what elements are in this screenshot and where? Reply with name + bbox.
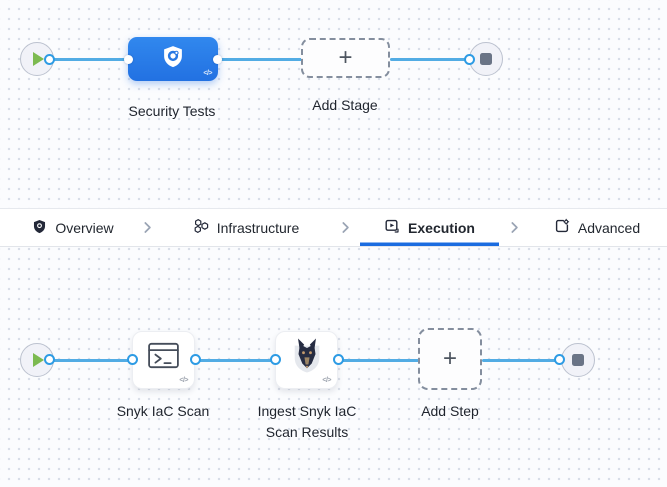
connector-port[interactable] xyxy=(127,354,138,365)
stop-icon xyxy=(572,354,584,366)
snyk-dog-icon xyxy=(290,336,324,381)
connector-line xyxy=(195,359,276,362)
connector-port[interactable] xyxy=(464,54,475,65)
step-label: Ingest Snyk IaC Scan Results xyxy=(257,403,357,440)
tab-label: Advanced xyxy=(577,219,641,236)
shield-icon xyxy=(32,219,47,237)
play-icon xyxy=(33,52,44,66)
chevron-right-icon xyxy=(499,209,529,246)
add-stage-button[interactable]: + xyxy=(301,38,390,78)
stage-config-tabbar: Overview Infrastructure Execution xyxy=(0,208,667,247)
add-step-label: Add Step xyxy=(421,403,479,419)
tab-label: Infrastructure xyxy=(216,219,300,236)
stage-port[interactable] xyxy=(213,55,222,64)
code-glyph: </> xyxy=(322,377,331,384)
stage-graph: </> + Security Tests Add Stage xyxy=(0,0,667,208)
execution-graph: </> </> + Snyk IaC Scan Ingest Snyk IaC … xyxy=(0,247,667,487)
connector-port[interactable] xyxy=(333,354,344,365)
advanced-icon xyxy=(554,218,570,237)
add-step-button[interactable]: + xyxy=(418,328,482,390)
connector-line xyxy=(390,58,474,61)
connector-port[interactable] xyxy=(44,354,55,365)
execution-start-node[interactable] xyxy=(20,343,54,377)
tab-label: Execution xyxy=(408,219,475,236)
terminal-icon xyxy=(147,342,180,374)
tab-advanced[interactable]: Advanced xyxy=(529,209,665,246)
step-node-ingest-snyk-results[interactable]: </> xyxy=(275,331,338,389)
tab-execution[interactable]: Execution xyxy=(360,209,499,246)
stage-port[interactable] xyxy=(124,55,133,64)
stage-node-security-tests[interactable]: </> xyxy=(128,37,218,81)
tab-label: Overview xyxy=(55,219,114,236)
plus-icon: + xyxy=(442,345,457,372)
connector-line xyxy=(218,58,302,61)
infrastructure-icon xyxy=(193,218,209,237)
connector-line xyxy=(338,359,419,362)
connector-port[interactable] xyxy=(190,354,201,365)
plus-icon: + xyxy=(338,44,353,71)
tab-overview[interactable]: Overview xyxy=(14,209,132,246)
code-glyph: </> xyxy=(179,377,188,384)
step-node-snyk-iac-scan[interactable]: </> xyxy=(132,331,195,389)
connector-line xyxy=(482,359,561,362)
tab-infrastructure[interactable]: Infrastructure xyxy=(162,209,330,246)
connector-port[interactable] xyxy=(44,54,55,65)
shield-scan-icon xyxy=(160,44,186,75)
connector-line xyxy=(49,359,133,362)
stage-label: Security Tests xyxy=(128,103,216,119)
stop-icon xyxy=(480,53,492,65)
connector-port[interactable] xyxy=(270,354,281,365)
connector-port[interactable] xyxy=(554,354,565,365)
execution-icon xyxy=(384,218,400,237)
connector-line xyxy=(49,58,131,61)
play-icon xyxy=(33,353,44,367)
chevron-right-icon xyxy=(132,209,162,246)
code-glyph: </> xyxy=(203,70,212,77)
add-stage-label: Add Stage xyxy=(312,97,378,113)
chevron-right-icon xyxy=(330,209,360,246)
step-label: Snyk IaC Scan xyxy=(116,403,210,419)
execution-end-node[interactable] xyxy=(561,343,595,377)
